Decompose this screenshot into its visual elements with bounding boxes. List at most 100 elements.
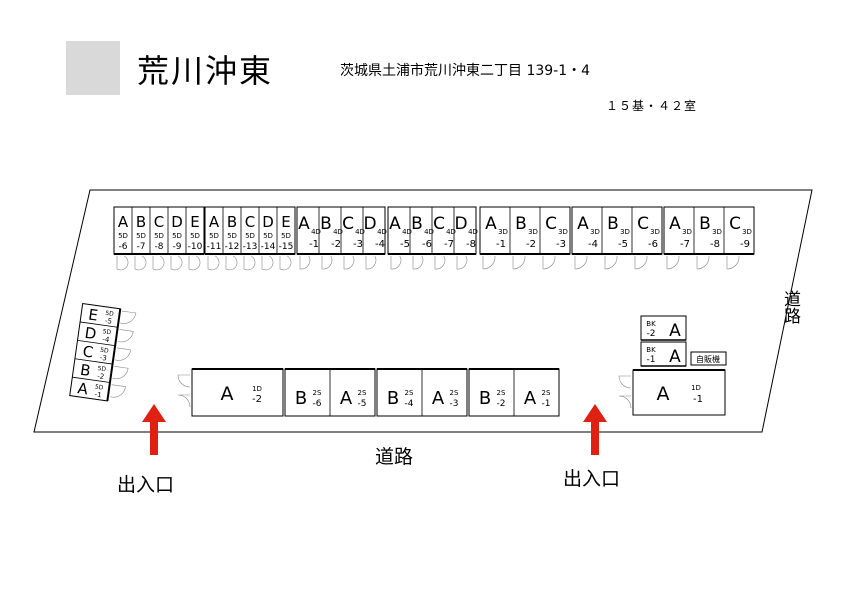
entrance-label-left: 出入口: [117, 474, 174, 496]
unit-type: 5D: [102, 328, 112, 336]
unit-type: 4D: [333, 228, 343, 236]
unit-number: -1: [647, 355, 656, 365]
unit-letter: C: [545, 214, 557, 234]
unit-number: -8: [155, 242, 164, 252]
unit-letter: A: [669, 321, 681, 341]
storage-unit[interactable]: D5D-14: [258, 207, 276, 271]
unit-letter: C: [342, 214, 354, 234]
storage-unit[interactable]: C5D-8: [149, 207, 165, 271]
unit-type: 1D: [691, 384, 701, 392]
unit-type: 4D: [402, 228, 412, 236]
road-label-right: 道路: [780, 290, 801, 324]
unit-letter: B: [387, 388, 399, 409]
storage-unit[interactable]: C5D-13: [240, 207, 257, 271]
door-swing-icon: [243, 255, 256, 271]
storage-unit[interactable]: E5D-15: [276, 207, 293, 271]
unit-number: -3: [353, 239, 363, 250]
unit-number: -10: [188, 242, 203, 252]
door-swing-icon: [170, 255, 183, 271]
unit-letter: A: [118, 213, 129, 231]
unit-number: -9: [173, 242, 182, 252]
unit-type: 3D: [620, 228, 630, 236]
door-swing-icon: [188, 255, 201, 271]
unit-type: 2S: [313, 389, 322, 397]
door-swing-icon: [542, 255, 556, 270]
door-swing-icon: [365, 255, 377, 270]
unit-letter: A: [340, 388, 353, 409]
unit-type: 2S: [450, 389, 459, 397]
unit-number: -1: [693, 394, 703, 405]
door-swing-icon: [207, 255, 220, 271]
unit-number: -11: [207, 242, 222, 252]
unit-number: -4: [588, 239, 598, 250]
unit-number: -3: [99, 354, 107, 363]
unit-letter: D: [363, 214, 376, 234]
unit-type: 3D: [590, 228, 600, 236]
unit-type: 4D: [468, 228, 478, 236]
door-swing-icon: [152, 255, 165, 271]
unit-letter: C: [637, 214, 649, 234]
unit-number: -8: [710, 239, 720, 250]
unit-letter: A: [221, 383, 234, 405]
unit-number: -6: [422, 239, 432, 250]
unit-type: 2S: [358, 389, 367, 397]
storage-unit[interactable]: A5D-11: [207, 213, 222, 271]
storage-unit[interactable]: B5D-12: [222, 207, 239, 271]
unit-type: 3D: [528, 228, 538, 236]
door-swing-icon: [390, 255, 402, 270]
unit-number: -1: [94, 390, 102, 399]
unit-type: 3D: [712, 228, 722, 236]
unit-number: -3: [556, 239, 566, 250]
storage-unit[interactable]: D5D-9: [167, 207, 183, 271]
unit-letter: B: [479, 388, 491, 409]
door-swing-icon: [343, 255, 355, 270]
unit-type: 5D: [263, 232, 273, 240]
page-title: 荒川沖東: [137, 52, 274, 90]
unit-letter: B: [320, 214, 332, 234]
storage-unit[interactable]: B5D-7: [131, 207, 147, 271]
door-swing-icon: [279, 255, 292, 271]
door-swing-icon: [321, 255, 333, 270]
door-swing-icon: [261, 255, 274, 271]
unit-number: -4: [405, 399, 414, 409]
unit-number: -3: [450, 399, 459, 409]
unit-type: 5D: [281, 232, 291, 240]
storage-unit[interactable]: E5D-10: [185, 207, 203, 271]
storage-unit[interactable]: A5D-6: [116, 213, 129, 271]
